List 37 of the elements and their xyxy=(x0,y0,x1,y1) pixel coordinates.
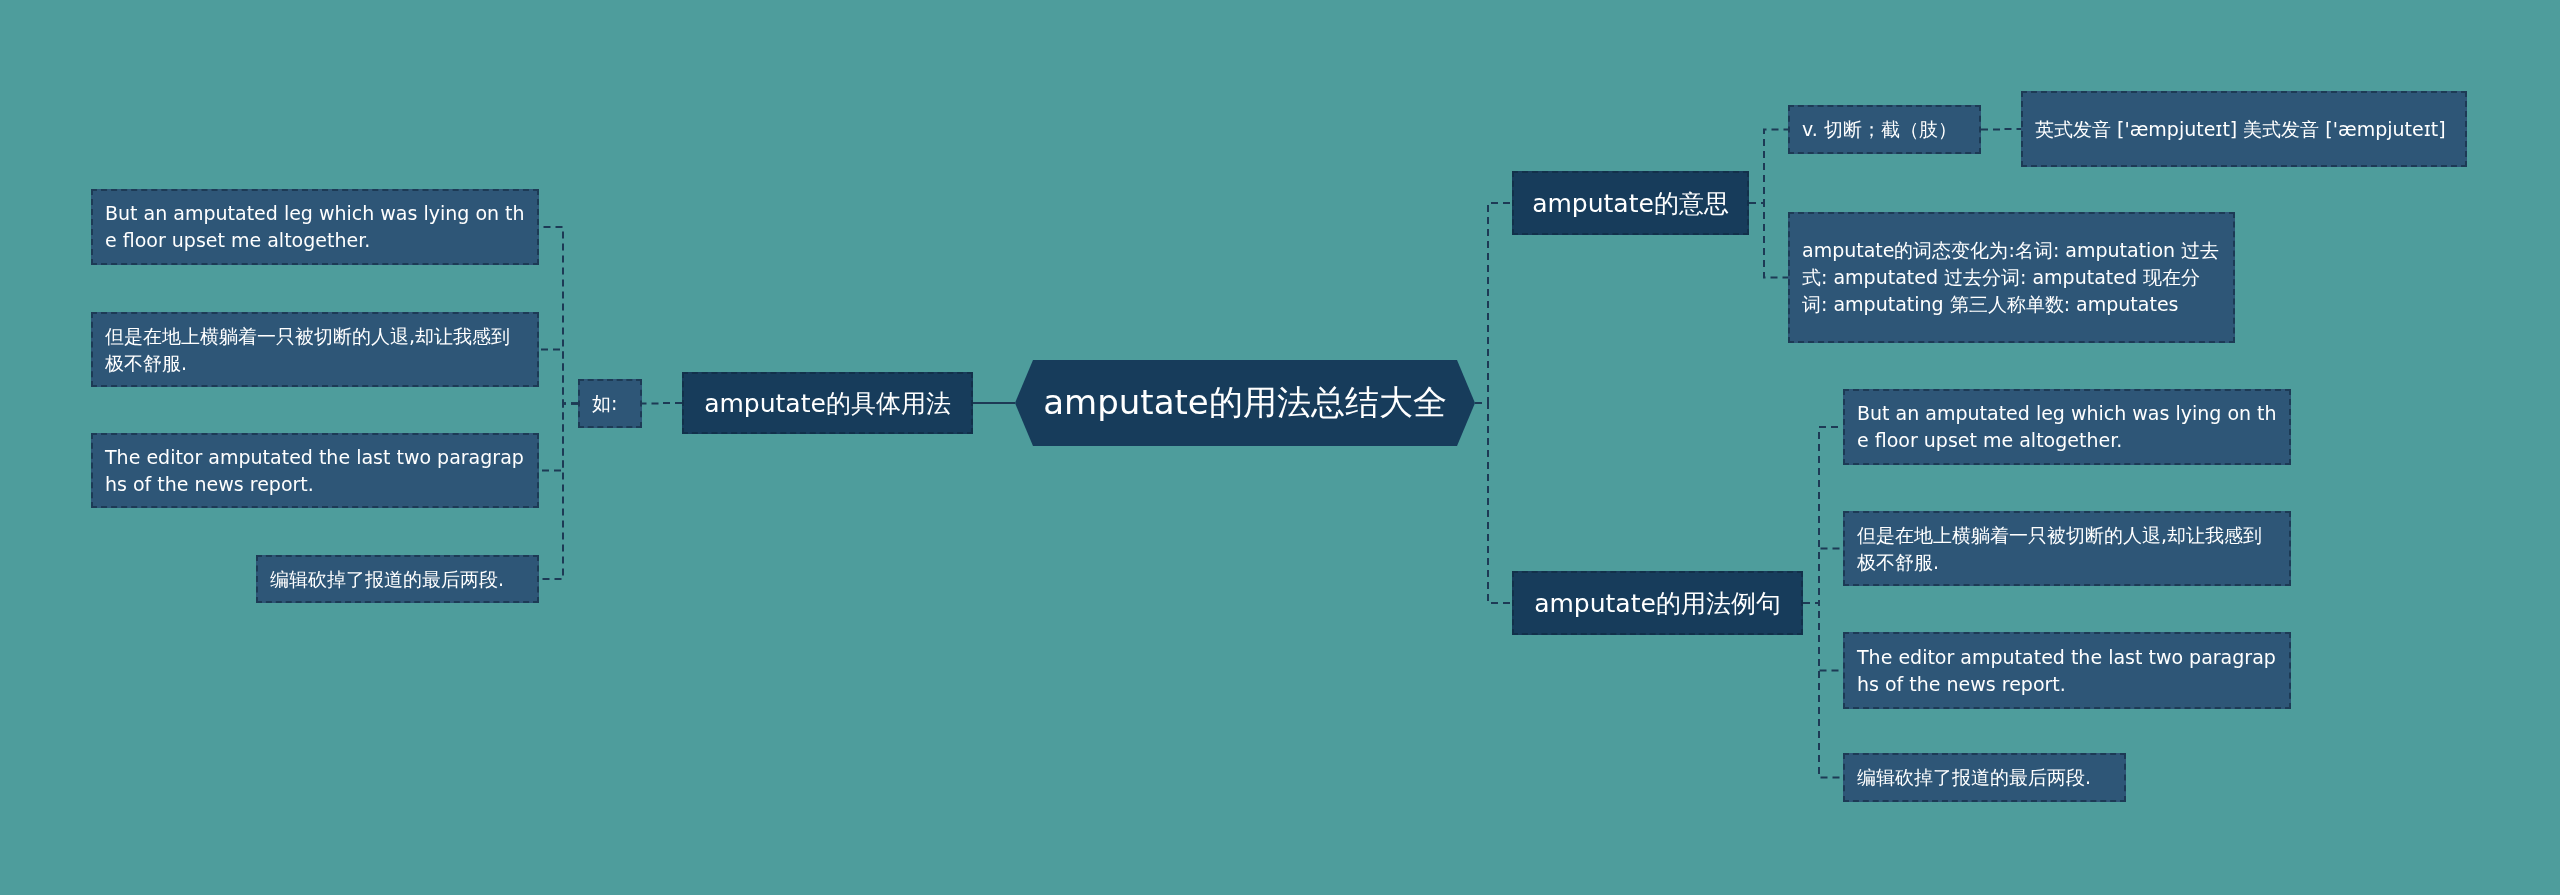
note-text: 但是在地上横躺着一只被切断的人退,却让我感到极不舒服. xyxy=(1857,522,2264,575)
note-text: v. 切断；截（肢） xyxy=(1802,117,1957,142)
note-box xyxy=(91,433,539,508)
note-box xyxy=(256,555,539,603)
note-text: amputate的词态变化为:名词: amputation 过去式: amputated 过去分词: amputated 现在分词: amputating 第三人称单数: amputates xyxy=(1802,238,2221,317)
note-box xyxy=(1788,212,2235,343)
note-box xyxy=(1843,511,2291,586)
note-text: The editor amputated the last two paragraphs of the news report. xyxy=(105,444,525,497)
branch-box xyxy=(682,372,973,434)
note-text: 编辑砍掉了报道的最后两段. xyxy=(270,566,505,592)
topic-label: amputate的意思 xyxy=(1532,187,1729,220)
branch-box xyxy=(1512,171,1749,235)
connector-line xyxy=(1980,128,2022,131)
topic-label: amputate的具体用法 xyxy=(704,387,951,420)
note-text: But an amputated leg which was lying on the floor upset me altogether. xyxy=(1857,401,2277,453)
topic-hexagon xyxy=(1015,360,1475,446)
note-text: The editor amputated the last two paragraphs of the news report. xyxy=(1857,644,2277,697)
note-box xyxy=(1843,389,2291,465)
note-box xyxy=(1843,753,2126,802)
topic-label: amputate的用法总结大全 xyxy=(1043,381,1447,424)
connector-line xyxy=(1474,402,1513,604)
note-box xyxy=(91,312,539,387)
note-box xyxy=(1843,632,2291,709)
note-box xyxy=(578,379,642,428)
note-box xyxy=(2021,91,2467,167)
note-text: 如: xyxy=(592,391,618,416)
note-text: 但是在地上横躺着一只被切断的人退,却让我感到极不舒服. xyxy=(105,323,512,376)
topic-label: amputate的用法例句 xyxy=(1534,587,1781,620)
note-text: 编辑砍掉了报道的最后两段. xyxy=(1857,765,2092,790)
note-box xyxy=(91,189,539,265)
note-text: But an amputated leg which was lying on the floor upset me altogether. xyxy=(105,201,525,253)
connector-line xyxy=(972,402,1016,404)
note-text: 英式发音 ['æmpjuteɪt] 美式发音 ['æmpjuteɪt] xyxy=(2035,116,2446,142)
connector-line xyxy=(1748,202,1789,279)
note-box xyxy=(1788,105,1981,154)
branch-box xyxy=(1512,571,1803,635)
connector-line xyxy=(641,402,683,405)
